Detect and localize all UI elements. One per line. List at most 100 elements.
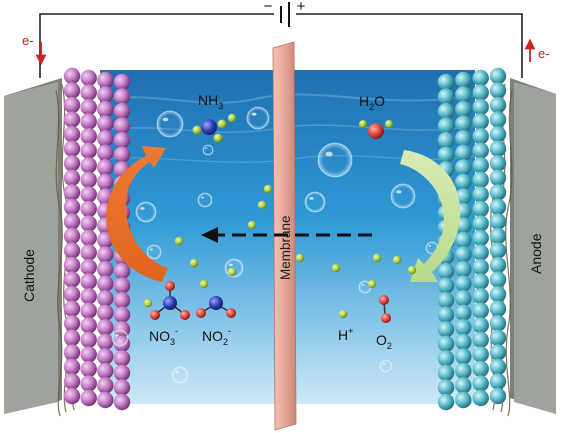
catalyst-sphere <box>489 344 507 361</box>
cathode-cycle-arrow <box>106 146 168 282</box>
catalyst-sphere <box>80 186 97 203</box>
catalyst-sphere <box>63 169 81 186</box>
proton-particle <box>247 220 257 230</box>
catalyst-sphere <box>455 304 472 321</box>
bubble-icon <box>156 110 184 138</box>
catalyst-sphere <box>437 73 455 91</box>
catalyst-sphere <box>97 348 114 365</box>
catalyst-sphere <box>437 306 455 323</box>
catalyst-sphere <box>63 256 81 274</box>
catalyst-sphere <box>63 315 81 332</box>
bubble-highlight <box>115 334 119 337</box>
bubble-icon <box>135 201 157 223</box>
proton-particle <box>331 263 341 273</box>
catalyst-sphere <box>97 260 114 278</box>
catalyst-sphere <box>63 373 81 390</box>
catalyst-sphere <box>80 113 97 130</box>
no3-label: NO3- <box>149 326 178 347</box>
h2o-molecule <box>359 120 393 139</box>
catalyst-sphere <box>80 215 97 232</box>
catalyst-sphere <box>489 111 507 128</box>
no2-molecule <box>196 296 236 318</box>
catalyst-sphere <box>437 292 455 309</box>
catalyst-sphere <box>63 286 81 303</box>
catalyst-sphere <box>63 329 81 346</box>
catalyst-sphere <box>472 157 489 174</box>
catalyst-sphere <box>455 391 472 409</box>
catalyst-sphere <box>437 262 455 280</box>
catalyst-sphere <box>455 290 472 307</box>
catalyst-sphere <box>63 126 81 143</box>
catalyst-sphere <box>472 229 489 247</box>
catalyst-sphere <box>437 102 455 120</box>
catalyst-sphere <box>63 227 81 245</box>
catalyst-sphere <box>80 302 97 319</box>
bubble-highlight <box>140 207 145 210</box>
catalyst-sphere <box>80 142 97 159</box>
bubble-highlight <box>396 190 402 194</box>
catalyst-sphere <box>97 304 114 321</box>
catalyst-sphere <box>80 84 97 101</box>
bubble-icon <box>146 244 162 260</box>
proton-particle <box>372 253 382 263</box>
bubble-icon <box>246 106 270 130</box>
electron-right-label: e- <box>538 46 550 61</box>
catalyst-sphere <box>113 262 131 280</box>
bubble-highlight <box>309 197 314 200</box>
catalyst-sphere <box>455 130 472 147</box>
catalyst-sphere <box>437 393 455 411</box>
catalyst-sphere <box>97 246 114 263</box>
catalyst-sphere <box>63 67 81 85</box>
catalyst-sphere <box>63 242 81 259</box>
catalyst-sphere <box>80 69 97 87</box>
o2-label: O2 <box>376 332 392 351</box>
catalyst-sphere <box>63 96 81 114</box>
catalyst-sphere <box>97 275 114 292</box>
membrane-label: Membrane <box>278 215 293 280</box>
catalyst-sphere <box>437 277 455 294</box>
catalyst-sphere <box>472 317 489 334</box>
bubble-highlight <box>325 151 333 157</box>
o2-molecule <box>379 295 391 323</box>
catalyst-sphere <box>113 292 131 309</box>
catalyst-sphere <box>455 86 472 103</box>
catalyst-sphere <box>489 184 507 201</box>
catalyst-sphere <box>472 215 489 232</box>
catalyst-sphere <box>437 321 455 338</box>
catalyst-sphere <box>63 358 81 376</box>
catalyst-sphere <box>63 344 81 361</box>
catalyst-sphere <box>455 100 472 118</box>
catalyst-sphere <box>472 113 489 130</box>
catalyst-sphere <box>113 393 131 411</box>
catalyst-sphere <box>63 387 81 405</box>
catalyst-sphere <box>113 379 131 396</box>
catalyst-sphere <box>63 140 81 157</box>
catalyst-sphere <box>113 350 131 367</box>
catalyst-sphere <box>489 315 507 332</box>
catalyst-sphere <box>489 155 507 172</box>
catalyst-sphere <box>455 144 472 161</box>
proton-particle <box>338 309 348 319</box>
catalyst-sphere <box>472 142 489 159</box>
catalyst-sphere <box>489 82 507 99</box>
catalyst-sphere <box>80 288 97 305</box>
anode-cycle-arrow <box>400 150 461 282</box>
catalyst-sphere <box>80 375 97 392</box>
catalyst-sphere <box>472 273 489 290</box>
catalyst-sphere <box>113 306 131 323</box>
catalyst-sphere <box>472 171 489 188</box>
catalyst-sphere <box>489 329 507 346</box>
proton-particle <box>295 253 305 263</box>
catalyst-sphere <box>472 69 489 87</box>
proton-particles <box>143 113 417 319</box>
catalyst-sphere <box>63 271 81 288</box>
catalyst-sphere <box>472 84 489 101</box>
electron-flow-left: e- <box>22 33 47 66</box>
bubble-highlight <box>228 263 233 267</box>
catalyst-sphere <box>97 377 114 394</box>
catalyst-sphere <box>472 128 489 145</box>
battery-minus-label: − <box>264 0 273 15</box>
bubble-highlight <box>175 371 179 374</box>
catalyst-sphere <box>489 256 507 274</box>
bubble-highlight <box>205 147 208 150</box>
